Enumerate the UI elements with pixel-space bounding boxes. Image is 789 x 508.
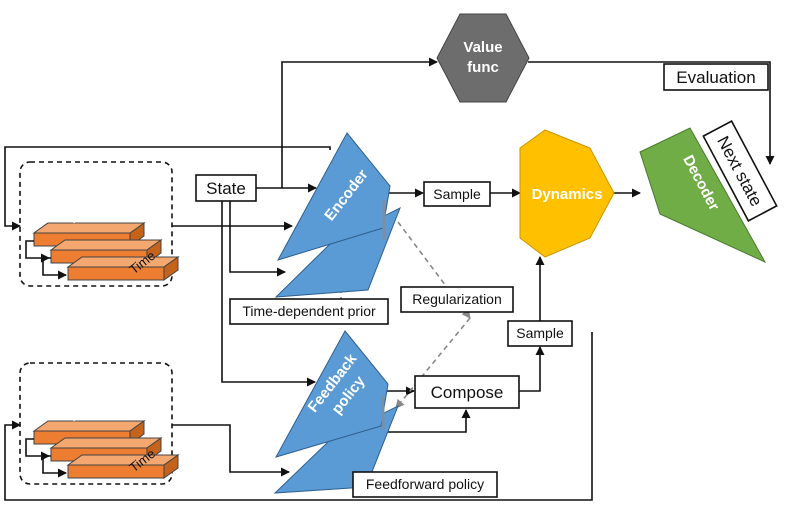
connection-wires <box>4 57 775 501</box>
state-node: State <box>195 174 257 202</box>
sample-top-node: Sample <box>423 181 491 207</box>
dynamics-node: Dynamics <box>519 129 615 258</box>
regularization-node: Regularization <box>400 286 514 313</box>
compose-node: Compose <box>414 375 520 409</box>
value-func-label-line2: func <box>467 59 499 76</box>
evaluation-label: Evaluation <box>676 68 755 87</box>
value-func-node: Value func <box>436 13 530 103</box>
time-dependent-prior-node: Time-dependent prior <box>229 298 389 325</box>
state-label: State <box>206 179 246 198</box>
encoder-node: Encoder <box>274 132 401 298</box>
dynamics-label: Dynamics <box>532 186 603 203</box>
rnn-top-label: RNN <box>65 194 101 227</box>
rnn-bottom-block: RNN Time <box>19 362 179 485</box>
feedback-policy-node: Feedback policy <box>273 330 399 494</box>
sample-bottom-label: Sample <box>516 325 564 341</box>
evaluation-node: Evaluation <box>663 63 769 91</box>
sample-top-label: Sample <box>433 186 481 202</box>
sample-bottom-node: Sample <box>507 320 573 347</box>
time-dependent-prior-label: Time-dependent prior <box>242 303 376 319</box>
regularization-label: Regularization <box>412 291 502 307</box>
value-func-label-line1: Value <box>463 39 502 56</box>
rnn-bottom-label: RNN <box>65 392 101 425</box>
feedforward-policy-node: Feedforward policy <box>352 471 498 498</box>
compose-label: Compose <box>431 383 504 402</box>
rnn-top-block: RNN Time <box>19 161 179 287</box>
feedforward-policy-label: Feedforward policy <box>366 476 484 492</box>
